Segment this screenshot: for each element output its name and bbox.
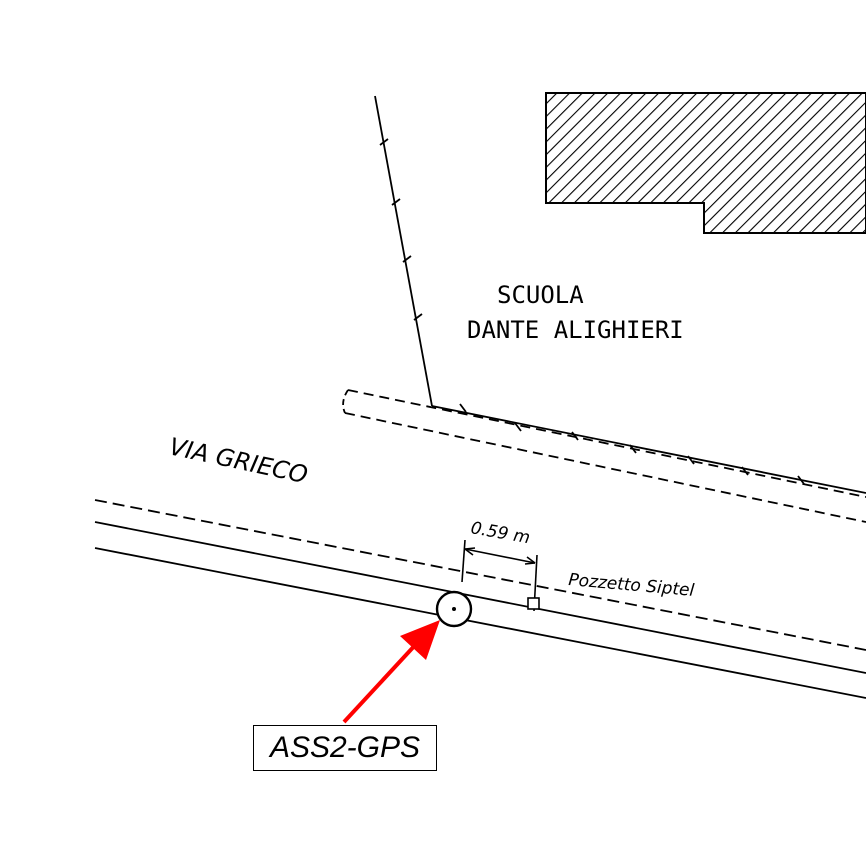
road-lines: [94, 499, 866, 699]
building-name-line1: SCUOLA: [497, 281, 584, 309]
survey-point-marker[interactable]: [435, 590, 473, 628]
school-building: [545, 92, 866, 234]
pointer-arrow: [342, 620, 440, 724]
survey-point-label: ASS2-GPS: [253, 725, 437, 771]
fence-line: [374, 95, 433, 407]
street-name: VIA GRIECO: [167, 432, 310, 489]
utility-box: [527, 597, 540, 610]
school-sidewalk: [342, 389, 866, 523]
utility-label: Pozzetto Siptel: [568, 570, 696, 601]
building-name-line2: DANTE ALIGHIERI: [467, 316, 684, 344]
dimension-label: 0.59 m: [469, 518, 531, 548]
